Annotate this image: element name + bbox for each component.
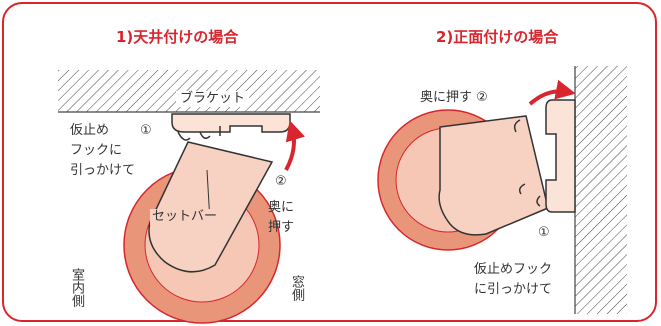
step2-marker-left: ② [275,174,287,189]
hook-instruction-right: 仮止めフック に引っかけて [474,260,552,300]
step1-marker-left: ① [140,123,152,138]
step1-marker-right: ① [538,225,550,240]
left-panel-title: 1)天井付けの場合 [116,28,239,46]
wall-hatch [574,66,627,314]
hook-instruction-left: 仮止め フックに 引っかけて [70,121,135,181]
hook-instruction-line: フックに [70,143,123,159]
window-side-label: 窓側 [289,275,304,301]
curved-arrow-icon [528,79,576,106]
bracket-label: ブラケット [176,91,250,107]
hook-instruction-line: 引っかけて [70,163,136,179]
hook-instruction-line: 仮止め [70,123,110,138]
push-instruction-line: 押す [268,220,295,236]
indoor-side-label: 室内側 [69,268,84,307]
bracket-left [171,113,291,141]
bracket-right [513,99,576,213]
right-panel-title: 2)正面付けの場合 [436,28,559,46]
set-bar-right [438,115,549,236]
set-bar-label: セットバー [150,209,220,225]
hook-instruction-line: 仮止めフック [474,262,553,277]
push-instruction-left: 奥に 押す [268,198,294,238]
curved-arrow-icon [284,120,306,171]
diagram-frame [2,2,657,322]
push-instruction-right: 奥に押す ② [420,90,488,105]
hook-instruction-line: に引っかけて [474,282,553,298]
push-instruction-line: 奥に [268,200,295,215]
